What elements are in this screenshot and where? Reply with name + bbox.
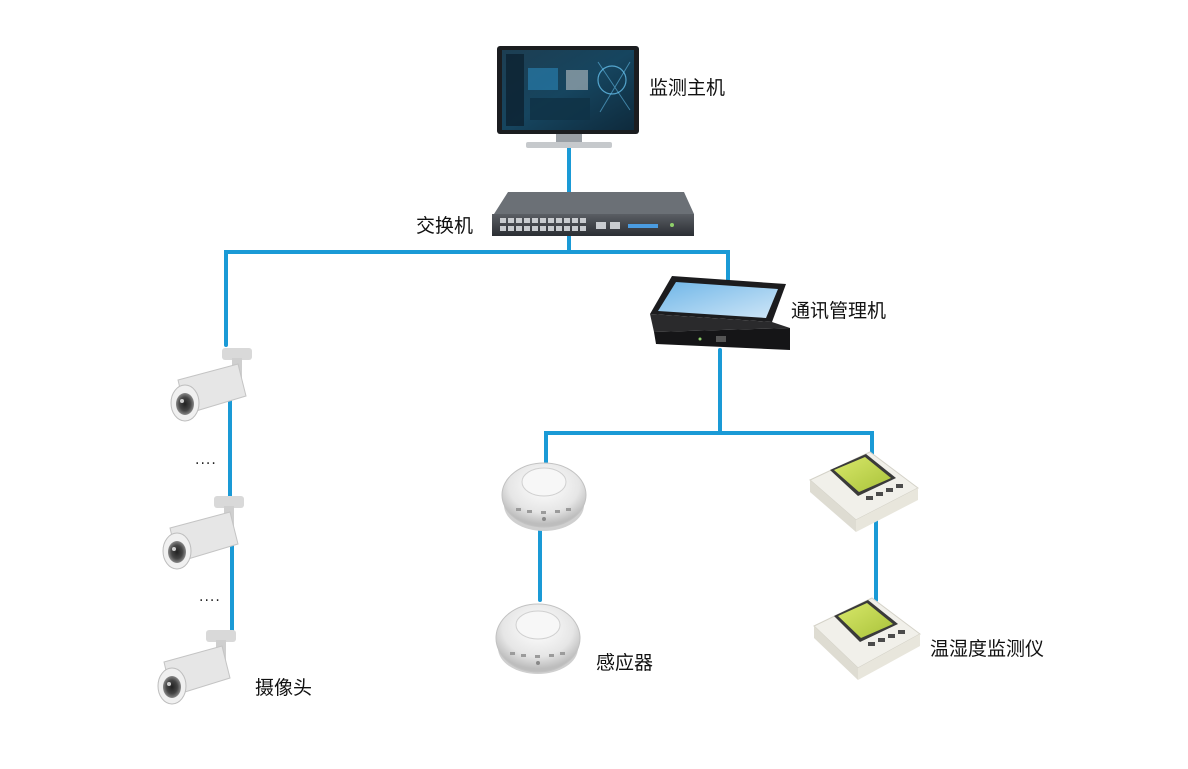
host-label: 监测主机 <box>649 77 726 99</box>
comm-manager-label: 通讯管理机 <box>791 300 887 322</box>
camera-template <box>170 348 252 422</box>
camera-3 <box>157 630 236 705</box>
th-monitor-label: 温湿度监测仪 <box>930 638 1045 660</box>
host-monitor-icon <box>497 46 639 148</box>
camera-2 <box>162 496 244 570</box>
switch-icon <box>492 192 694 236</box>
sensor-bus-line <box>544 431 874 464</box>
sensor-1-icon <box>501 462 587 531</box>
th-monitor-2-icon <box>813 597 921 680</box>
sensor-label: 感应器 <box>596 652 654 674</box>
comm-manager-icon <box>650 276 790 350</box>
camera-label: 摄像头 <box>255 677 313 699</box>
camera-ellipsis-2: .... <box>199 589 221 605</box>
connection-lines <box>224 140 878 637</box>
main-bus-line <box>224 250 730 347</box>
camera-ellipsis-1: .... <box>195 452 217 468</box>
sensor-2-icon <box>495 603 581 674</box>
switch-label: 交换机 <box>416 215 474 237</box>
th-monitor-1-icon <box>809 451 919 532</box>
